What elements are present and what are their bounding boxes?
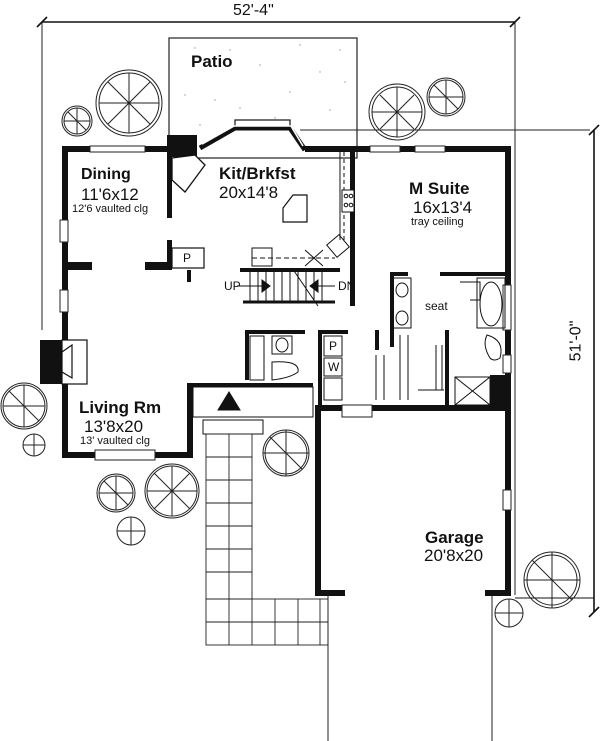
windows bbox=[59, 145, 512, 511]
master-suite-label: M Suite bbox=[409, 179, 470, 198]
kitchen-label: Kit/Brkfst bbox=[219, 164, 296, 183]
kitchen-size: 20x14'8 bbox=[219, 183, 279, 202]
width-dimension-line bbox=[36, 16, 521, 28]
patio-label: Patio bbox=[191, 52, 233, 71]
kitchen-counter bbox=[251, 152, 355, 267]
master-bath-fixtures bbox=[392, 277, 506, 406]
dining-fireplace bbox=[171, 154, 206, 193]
tree bbox=[426, 77, 466, 117]
bay-window bbox=[198, 119, 308, 152]
entry-porch bbox=[192, 386, 314, 435]
tree bbox=[368, 83, 426, 141]
closet-shelving bbox=[375, 335, 444, 400]
laundry-fixtures bbox=[323, 335, 343, 401]
patio-slab bbox=[168, 37, 358, 159]
master-suite-size: 16x13'4 bbox=[413, 198, 473, 217]
stairs-up-label: UP bbox=[224, 279, 241, 293]
pantry-label: P bbox=[183, 251, 192, 265]
width-dimension-label: 52'-4" bbox=[233, 2, 274, 19]
tree bbox=[523, 551, 581, 609]
stairs-down-label: DN bbox=[338, 279, 356, 293]
tree bbox=[95, 69, 163, 137]
front-walkway bbox=[205, 433, 329, 646]
patio-stipple bbox=[184, 44, 346, 126]
tree bbox=[494, 598, 524, 628]
tree bbox=[116, 516, 146, 546]
garage-label: Garage bbox=[425, 528, 484, 547]
staircase bbox=[237, 267, 335, 307]
dining-label: Dining bbox=[81, 166, 131, 183]
lot-boundary bbox=[41, 22, 590, 595]
tree bbox=[61, 105, 93, 137]
seat-label: seat bbox=[425, 299, 448, 313]
living-fireplace bbox=[61, 339, 88, 385]
kitchen-island bbox=[282, 194, 308, 223]
driveway bbox=[327, 596, 493, 741]
master-suite-ceiling-note: tray ceiling bbox=[411, 216, 464, 228]
living-room-ceiling-note: 13' vaulted clg bbox=[80, 435, 150, 447]
tree bbox=[96, 473, 136, 513]
tree bbox=[262, 429, 310, 477]
laundry-p-label: P bbox=[329, 339, 338, 353]
depth-dimension-label: 51'-0" bbox=[567, 320, 585, 362]
tree bbox=[22, 433, 46, 457]
pantry-box bbox=[171, 247, 205, 269]
dining-ceiling-note: 12'6 vaulted clg bbox=[72, 203, 149, 215]
tree bbox=[0, 382, 48, 430]
dining-size: 11'6x12 bbox=[81, 185, 139, 204]
landscape-trees bbox=[0, 69, 581, 628]
living-room-size: 13'8x20 bbox=[84, 417, 144, 436]
garage-size: 20'8x20 bbox=[424, 546, 484, 565]
living-room-label: Living Rm bbox=[79, 398, 162, 417]
tree bbox=[144, 463, 200, 519]
depth-dimension-line bbox=[515, 124, 600, 618]
laundry-w-label: W bbox=[328, 360, 340, 374]
half-bath-fixtures bbox=[249, 335, 299, 381]
